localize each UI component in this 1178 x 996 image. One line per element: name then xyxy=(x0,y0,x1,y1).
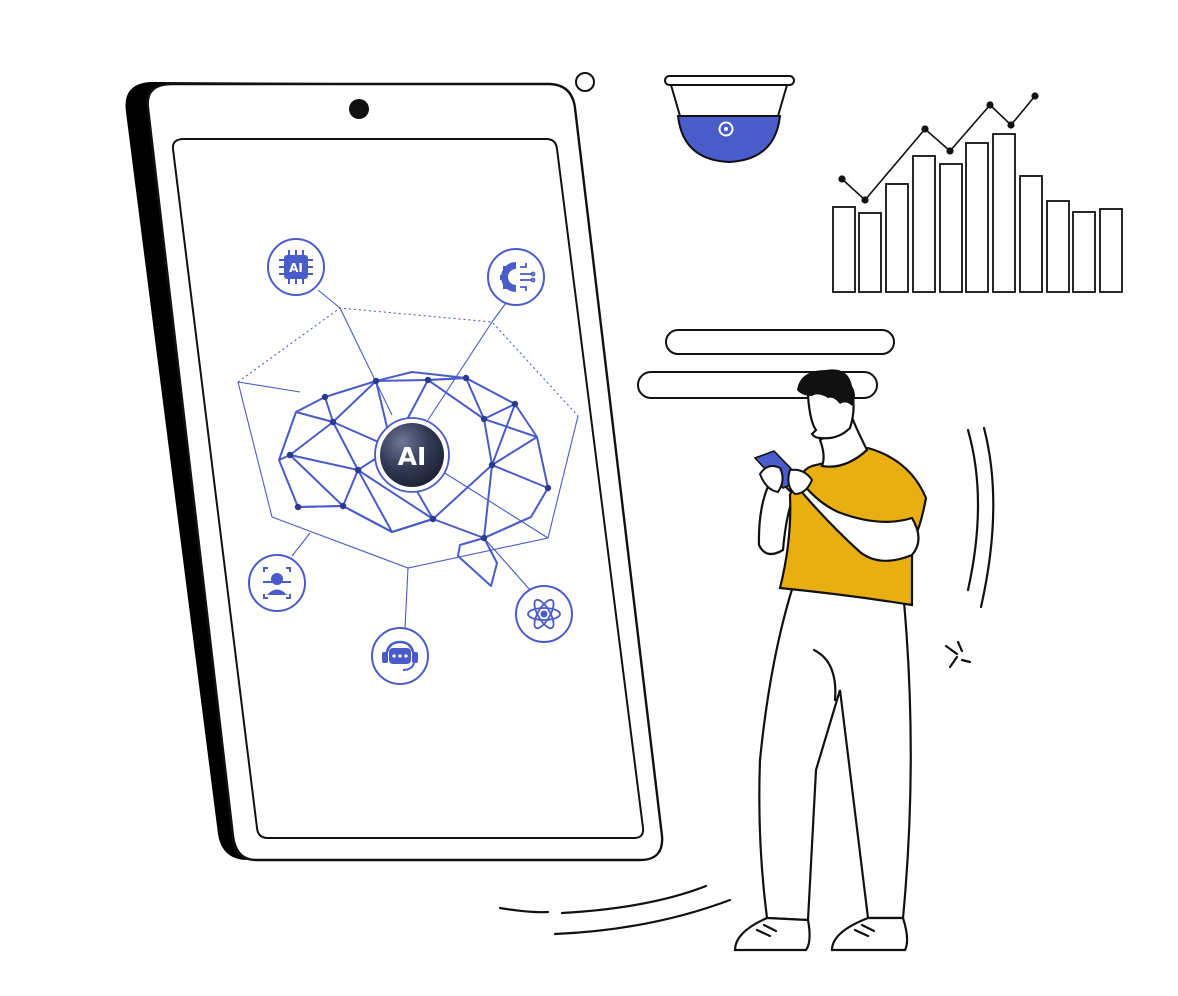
ai-core-label: AI xyxy=(398,442,427,471)
motion-lines xyxy=(498,426,995,936)
ai-chip-icon: AI xyxy=(267,238,325,296)
atom-science-icon xyxy=(515,585,573,643)
floating-text-bars xyxy=(637,329,895,399)
person-trousers xyxy=(758,584,912,922)
chatbot-icon xyxy=(371,627,429,685)
person-left-shoe xyxy=(733,916,811,952)
person xyxy=(733,369,928,952)
security-camera-icon xyxy=(664,75,795,164)
face-recognition-icon xyxy=(248,554,306,612)
automation-gear-icon xyxy=(487,248,545,306)
ai-core-badge: AI xyxy=(374,417,450,493)
network-connections xyxy=(237,289,579,629)
person-hair xyxy=(797,369,855,406)
ai-chip-label: AI xyxy=(289,261,303,275)
person-right-shoe xyxy=(830,916,909,952)
growth-chart-icon xyxy=(832,92,1123,293)
floating-circle xyxy=(575,72,595,92)
front-camera xyxy=(349,99,369,119)
